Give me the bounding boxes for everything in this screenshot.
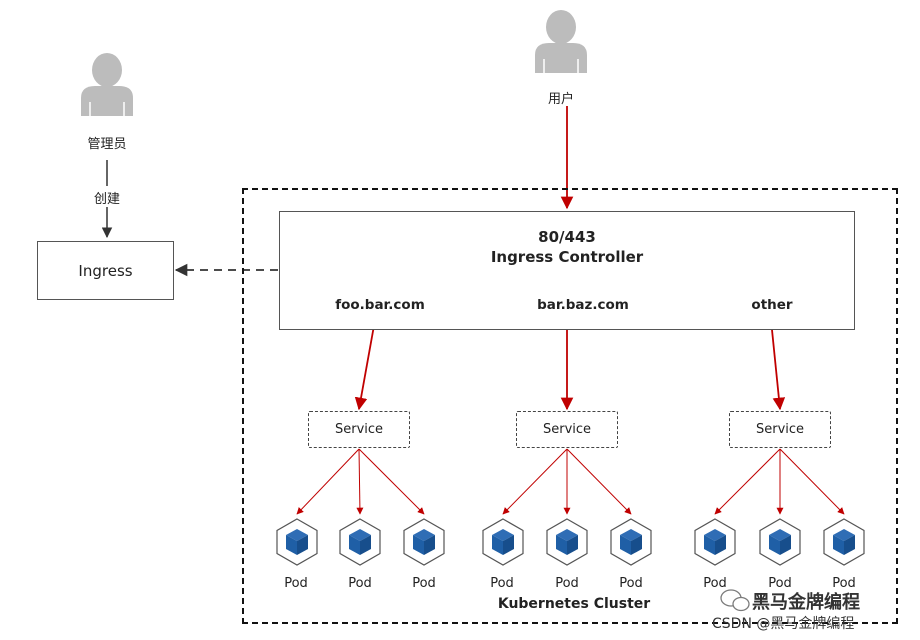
user-label: 用户: [547, 92, 575, 107]
pod-label: Pod: [348, 576, 372, 591]
pod-label: Pod: [284, 576, 308, 591]
wechat-watermark-icon: [720, 589, 750, 612]
ingress-box: Ingress: [37, 241, 174, 300]
pod-label: Pod: [490, 576, 514, 591]
admin-person-icon: [80, 52, 134, 117]
host-arrow-3: [770, 319, 786, 411]
pod-label: Pod: [703, 576, 727, 591]
watermark-credit: CSDN @黑马金牌编程: [712, 616, 855, 632]
pod-arrow: [296, 448, 360, 515]
controller-port: 80/443: [538, 228, 596, 246]
ingress-controller-box: 80/443 Ingress Controller foo.bar.com ba…: [279, 211, 855, 330]
ingress-box-label: Ingress: [78, 261, 133, 280]
service-label: Service: [334, 422, 384, 437]
controller-name: Ingress Controller: [490, 248, 644, 266]
pod-label: Pod: [619, 576, 643, 591]
service-box-3: Service: [729, 411, 831, 448]
host-foo-bar-com: foo.bar.com: [335, 297, 425, 313]
host-bar-baz-com: bar.baz.com: [537, 297, 629, 313]
pod-arrow: [779, 448, 845, 515]
cluster-label: Kubernetes Cluster: [497, 596, 651, 612]
pod-arrow: [358, 448, 425, 515]
create-label: 创建: [91, 188, 123, 207]
admin-label: 管理员: [87, 137, 127, 152]
pod-arrow: [566, 448, 632, 515]
pod-arrow: [502, 448, 568, 515]
pod-label: Pod: [832, 576, 856, 591]
host-arrow-1: [354, 319, 376, 411]
pod-label: Pod: [555, 576, 579, 591]
pod-label: Pod: [768, 576, 792, 591]
host-other: other: [751, 297, 793, 313]
pod-arrow: [714, 448, 781, 515]
pod-arrow: [356, 448, 364, 515]
kubernetes-cluster-boundary: [242, 188, 898, 624]
service-label: Service: [542, 422, 592, 437]
pod-label: Pod: [412, 576, 436, 591]
service-box-2: Service: [516, 411, 618, 448]
watermark-brand: 黑马金牌编程: [752, 592, 860, 613]
service-box-1: Service: [308, 411, 410, 448]
service-label: Service: [755, 422, 805, 437]
user-person-icon: [534, 9, 588, 74]
